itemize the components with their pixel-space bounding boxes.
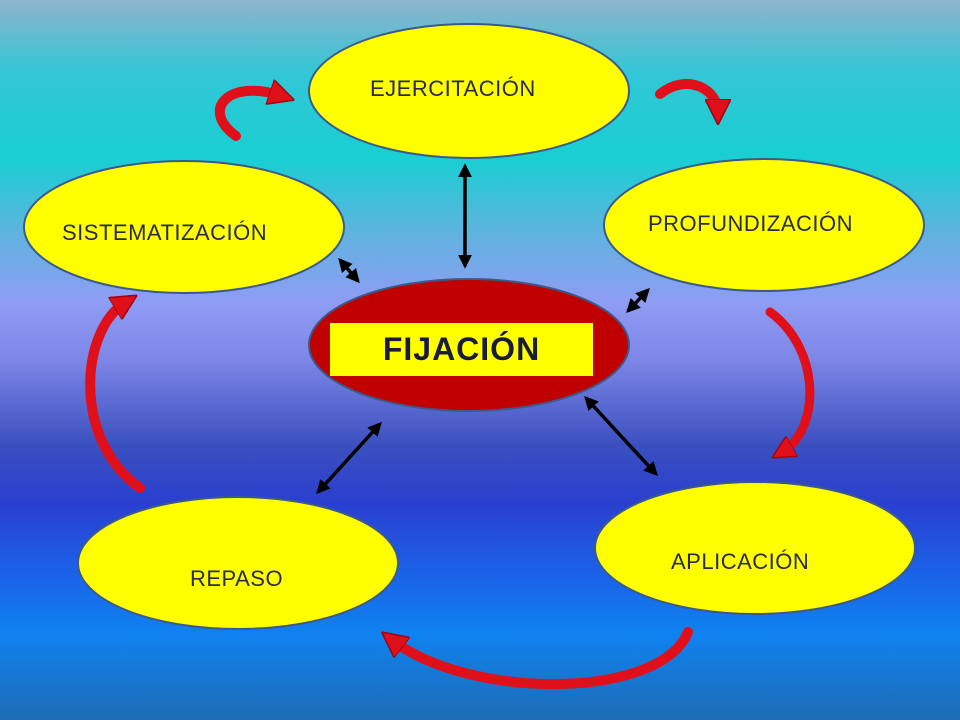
link-arrow-repaso: [316, 421, 382, 495]
label-profundizacion: PROFUNDIZACIÓN: [648, 211, 853, 236]
cycle-arrow-aplicacion-to-repaso: [392, 627, 693, 689]
center-label-box: FIJACIÓN: [330, 323, 593, 376]
node-sistematizacion: [23, 160, 345, 294]
label-repaso: REPASO: [190, 566, 284, 591]
label-aplicacion: APLICACIÓN: [671, 549, 810, 574]
link-arrow-profundizacion: [626, 287, 650, 314]
cycle-arrow-sistematizacion-to-ejercitacion: [214, 91, 282, 141]
node-repaso: [77, 496, 399, 630]
cycle-arrows: [85, 79, 815, 689]
link-arrow-aplicacion: [584, 395, 658, 477]
link-arrow-sistematizacion: [338, 257, 360, 284]
link-arrows: [316, 163, 658, 495]
node-profundizacion: [603, 158, 925, 292]
node-ejercitacion: [308, 23, 630, 159]
center-label: FIJACIÓN: [382, 331, 541, 367]
cycle-arrow-repaso-to-sistematizacion: [85, 302, 145, 493]
node-aplicacion: [594, 481, 916, 615]
label-ejercitacion: EJERCITACIÓN: [370, 76, 536, 101]
cycle-arrow-ejercitacion-to-profundizacion: [655, 79, 718, 112]
label-sistematizacion: SISTEMATIZACIÓN: [62, 220, 268, 245]
cycle-arrow-profundizacion-to-aplicacion: [765, 307, 815, 452]
